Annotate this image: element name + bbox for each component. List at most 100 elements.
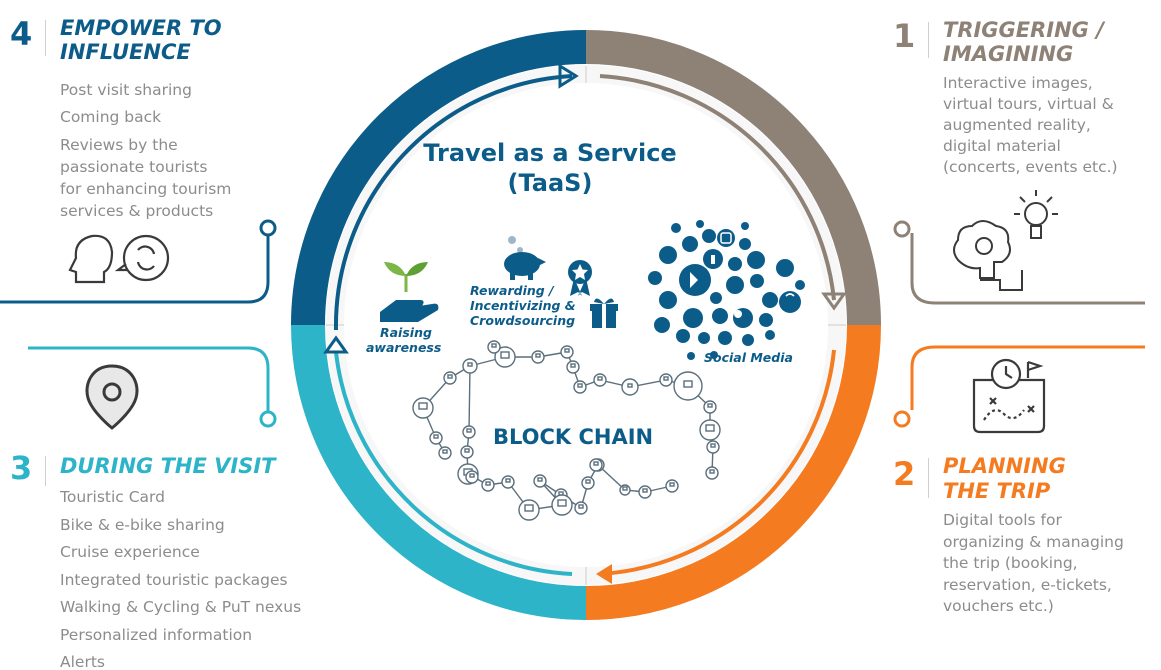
section-title-line2: INFLUENCE — [60, 40, 191, 64]
chain-node-device — [669, 482, 675, 487]
ring-quadrant-empower — [291, 30, 587, 326]
section-number: 2 — [893, 455, 916, 493]
brain-lightbulb-icon — [953, 190, 1058, 291]
label-block-chain: BLOCK CHAIN — [493, 425, 654, 449]
award-medal-icon — [568, 260, 592, 296]
item: Touristic Card — [60, 488, 165, 506]
chain-node-device — [442, 449, 448, 454]
connector-during — [28, 346, 270, 412]
chain-node-device — [683, 380, 693, 388]
item: Reviews by the — [60, 136, 178, 154]
item: reservation, e-tickets, — [943, 575, 1112, 594]
item: (concerts, events etc.) — [943, 158, 1118, 176]
chain-link — [468, 365, 471, 433]
chain-node-device — [557, 499, 567, 507]
chain-node — [673, 371, 703, 401]
arrowhead-planning — [596, 564, 612, 584]
label-rewarding: Rewarding / Incentivizing & Crowdsourcin… — [470, 283, 576, 328]
chain-node-device — [570, 363, 576, 368]
chain-node-device — [642, 488, 648, 493]
label-line: awareness — [366, 340, 442, 355]
chain-node-device — [500, 351, 510, 359]
gift-box-icon — [590, 298, 618, 328]
chain-node — [699, 419, 721, 441]
chain-node-device — [585, 479, 591, 484]
arrow-arc-empower — [333, 74, 573, 331]
plant-hand-icon — [380, 262, 439, 322]
label-social-media: Social Media — [704, 350, 793, 365]
section-title-line1: TRIGGERING / — [943, 18, 1104, 42]
chain-node-device — [467, 362, 473, 367]
chain-node — [494, 346, 516, 368]
label-line: Crowdsourcing — [470, 313, 576, 328]
chain-node-device — [491, 343, 497, 348]
chain-node-device — [537, 477, 543, 482]
blockchain-network-icon — [412, 340, 721, 521]
section-separator — [928, 458, 929, 498]
label-line: Rewarding / — [470, 283, 554, 298]
section-title-line2: THE TRIP — [943, 479, 1051, 503]
arrowhead-during — [323, 335, 349, 354]
section-separator — [45, 20, 46, 56]
item: Bike & e-bike sharing — [60, 515, 225, 534]
section-title-line1: DURING THE VISIT — [60, 454, 276, 478]
section-number: 4 — [10, 15, 33, 53]
ring-quadrant-during — [291, 324, 587, 620]
item: Walking & Cycling & PuT nexus — [60, 598, 302, 616]
center-title-line1: Travel as a Service — [423, 139, 677, 167]
center-title-line2: (TaaS) — [507, 169, 593, 197]
chain-node-device — [447, 374, 453, 379]
item: vouchers etc.) — [943, 597, 1054, 615]
connector-node-planning — [893, 410, 911, 428]
item: Personalized information — [60, 625, 253, 644]
chain-node-device — [578, 504, 584, 509]
chain-node-device — [577, 383, 583, 388]
chain-node — [412, 397, 434, 419]
item: organizing & managing — [943, 532, 1124, 551]
speaking-head-icon — [68, 234, 170, 284]
ring-quadrant-planning — [585, 324, 881, 620]
chain-node-device — [709, 469, 715, 474]
arrow-arc-planning — [599, 349, 836, 576]
piggy-bank-icon — [504, 236, 546, 280]
map-clock-icon — [972, 358, 1046, 434]
arrow-arc-triggering — [599, 74, 836, 301]
chain-node-device — [710, 443, 716, 448]
location-pin-icon — [85, 364, 139, 430]
connector-node-empower — [259, 219, 277, 237]
chain-node-device — [466, 428, 472, 433]
social-media-glyphs — [690, 232, 798, 318]
item: the trip (booking, — [943, 554, 1078, 572]
chain-node-device — [707, 403, 713, 408]
chain-node-device — [705, 424, 715, 432]
connector-planning — [910, 345, 1145, 410]
section-number: 1 — [893, 17, 916, 55]
chain-node-device — [524, 504, 534, 512]
section-title-line1: EMPOWER TO — [60, 16, 222, 40]
item: passionate tourists — [60, 158, 208, 176]
section-separator — [45, 456, 46, 486]
arrow-arc-during — [334, 351, 573, 576]
item: Coming back — [60, 108, 162, 126]
item: Digital tools for — [943, 511, 1062, 529]
arrowhead-triggering — [821, 292, 847, 311]
chain-node — [518, 499, 540, 521]
section-title-line1: PLANNING — [943, 454, 1066, 478]
item: for enhancing tourism — [60, 180, 232, 198]
chain-node-device — [433, 434, 439, 439]
section-items: Interactive images, virtual tours, virtu… — [943, 73, 1118, 178]
connector-triggering — [910, 233, 1145, 305]
chain-node-device — [597, 376, 603, 381]
chain-node-device — [627, 383, 633, 388]
ring-quadrant-triggering — [585, 30, 881, 326]
section-separator — [928, 22, 929, 58]
item: Alerts — [60, 653, 105, 670]
section-title-line2: IMAGINING — [943, 42, 1074, 66]
chain-node-device — [663, 376, 669, 381]
chain-node-device — [622, 486, 628, 491]
item: Post visit sharing — [60, 81, 192, 99]
label-line: Incentivizing & — [470, 298, 576, 313]
section-items: Touristic Card Bike & e-bike sharing Cru… — [60, 484, 301, 670]
arrowhead-empower — [558, 63, 579, 89]
